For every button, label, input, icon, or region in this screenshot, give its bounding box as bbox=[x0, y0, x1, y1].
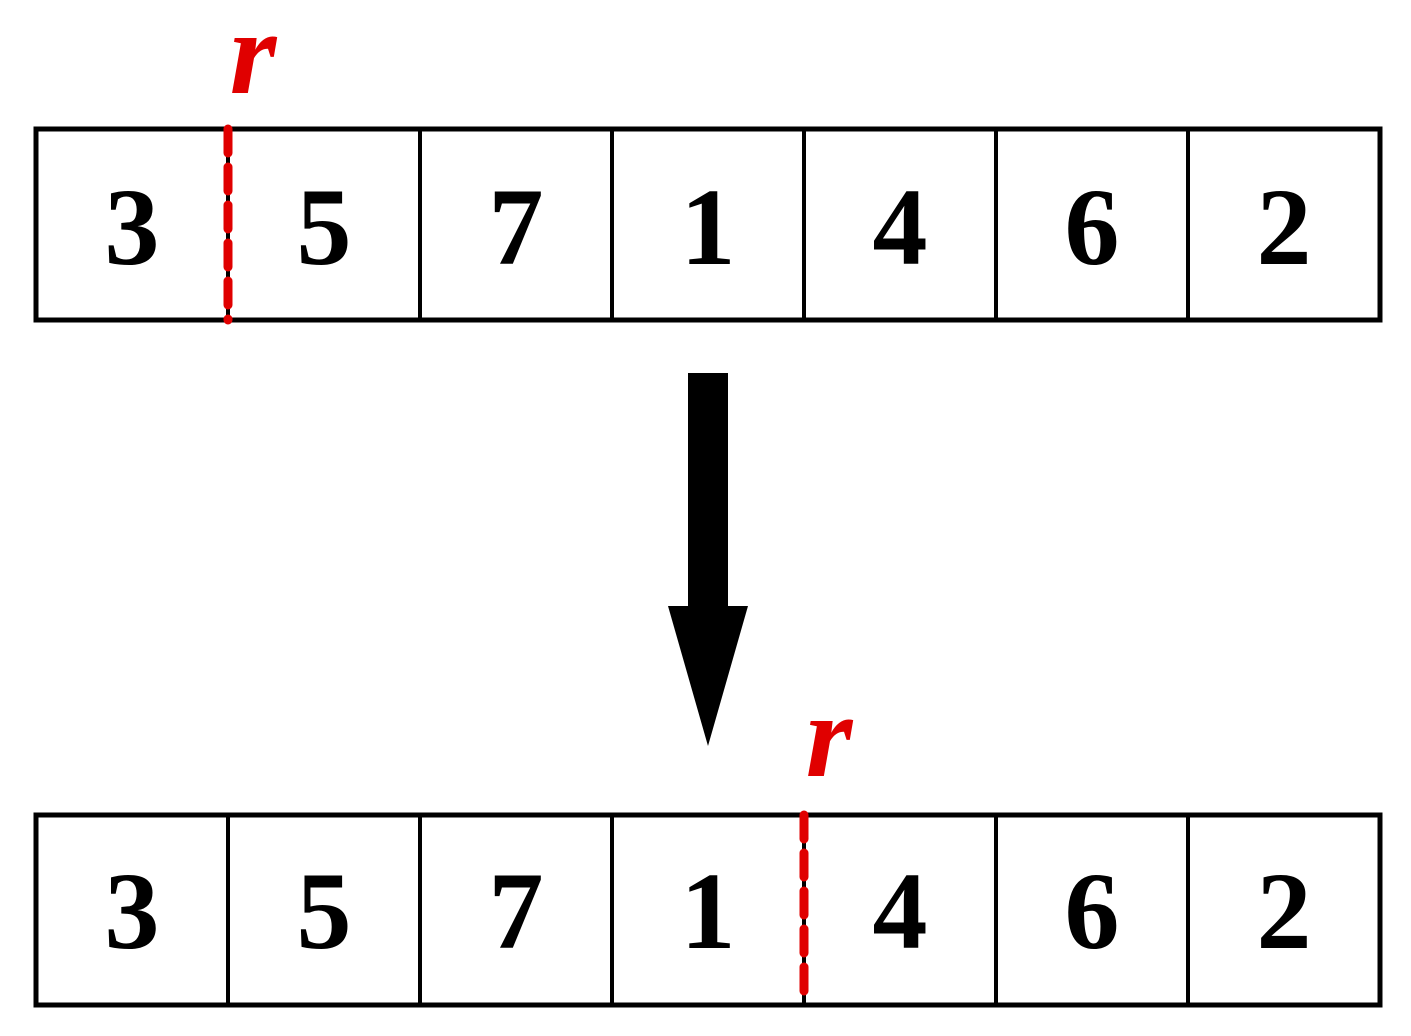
bottom-cell-value: 3 bbox=[105, 850, 160, 972]
top-split-marker-label: r bbox=[230, 0, 278, 119]
top-array-cells: 3 5 7 1 4 6 2 bbox=[105, 166, 1312, 288]
arrow-head bbox=[668, 606, 748, 746]
top-cell-value: 4 bbox=[873, 166, 928, 288]
bottom-cell-value: 6 bbox=[1065, 850, 1120, 972]
bottom-cell-value: 5 bbox=[297, 850, 352, 972]
top-cell-value: 1 bbox=[681, 166, 736, 288]
top-cell-value: 5 bbox=[297, 166, 352, 288]
bottom-split-marker-label: r bbox=[806, 669, 854, 802]
top-cell-value: 3 bbox=[105, 166, 160, 288]
top-cell-value: 7 bbox=[489, 166, 544, 288]
bottom-array-frame bbox=[33, 812, 1383, 1008]
bottom-cell-value: 2 bbox=[1257, 850, 1312, 972]
bottom-array-cells: 3 5 7 1 4 6 2 bbox=[105, 850, 1312, 972]
bottom-cell-value: 4 bbox=[873, 850, 928, 972]
top-array-frame bbox=[33, 126, 1383, 323]
bottom-array: 3 5 7 1 4 6 2 r bbox=[33, 669, 1383, 1010]
bottom-cell-value: 1 bbox=[681, 850, 736, 972]
top-array: 3 5 7 1 4 6 2 r bbox=[33, 0, 1383, 325]
arrow-shaft bbox=[688, 373, 728, 609]
arrow-down-icon bbox=[668, 373, 748, 746]
top-cell-value: 6 bbox=[1065, 166, 1120, 288]
bottom-cell-value: 7 bbox=[489, 850, 544, 972]
top-cell-value: 2 bbox=[1257, 166, 1312, 288]
